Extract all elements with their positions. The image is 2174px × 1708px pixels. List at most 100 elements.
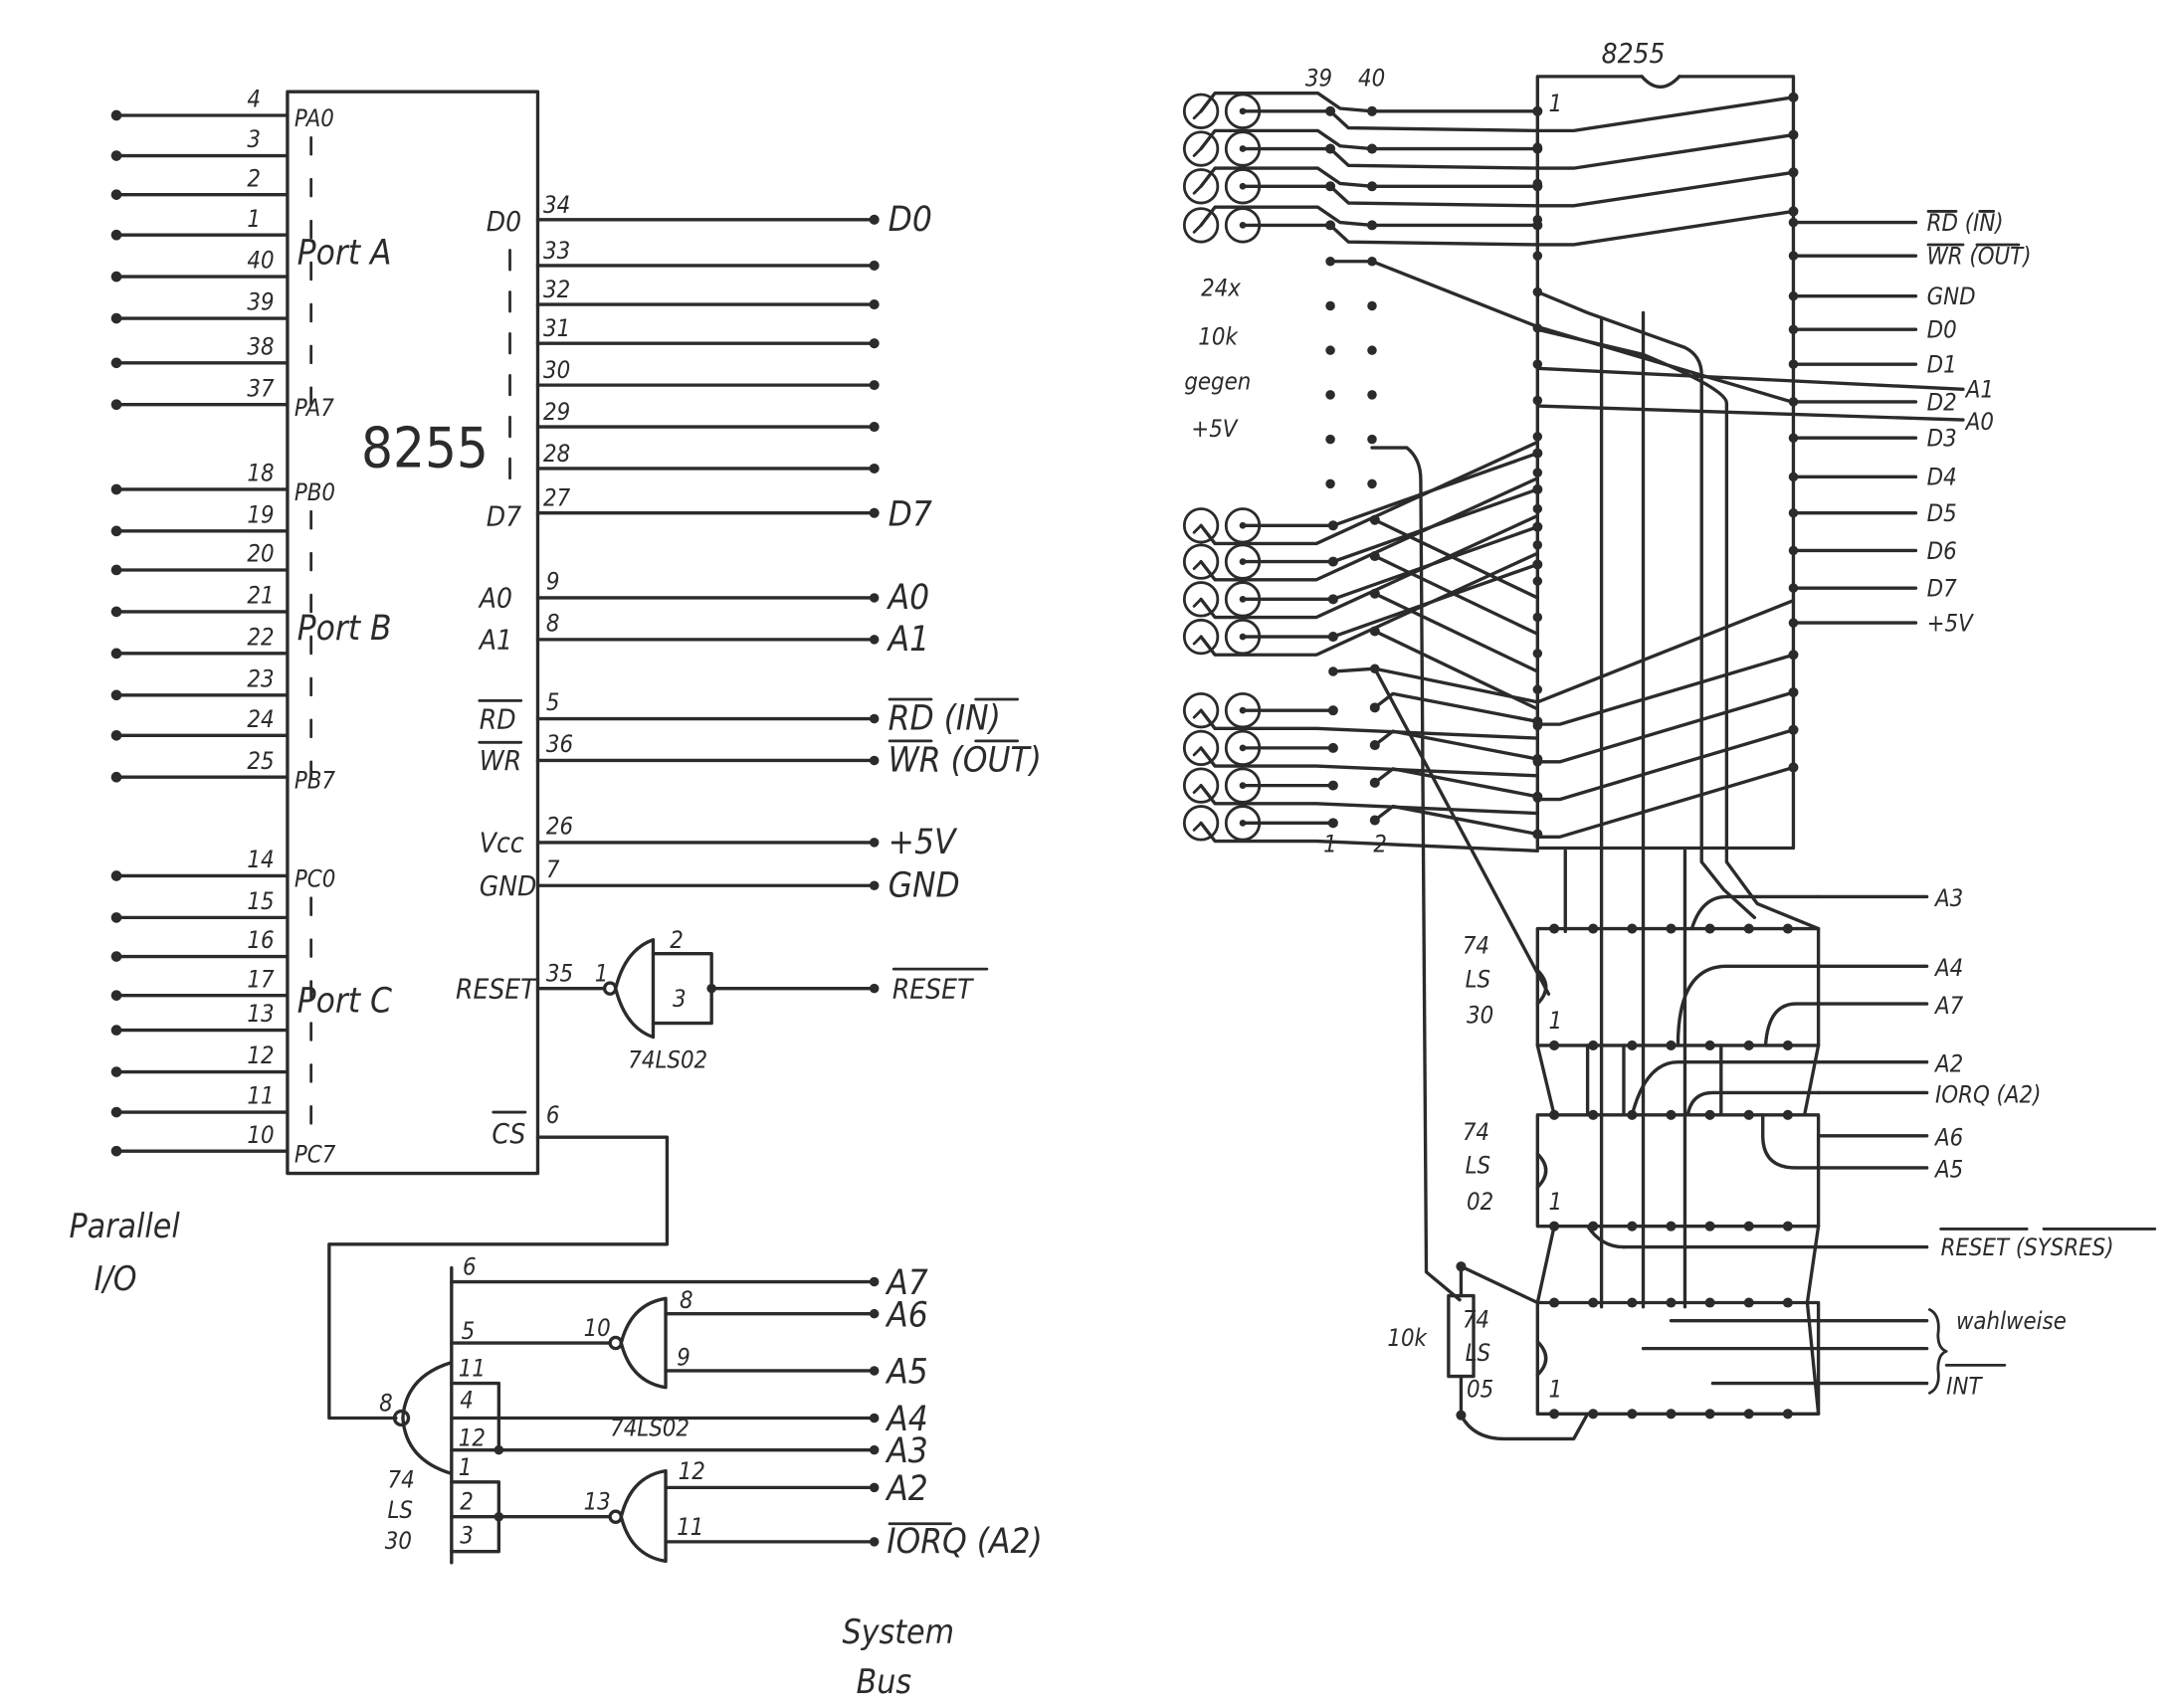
- nand-in-pin: 4: [460, 1387, 474, 1415]
- data-pin-first: D0: [487, 205, 521, 238]
- port-pin-terminal: [110, 1025, 122, 1036]
- signal-pin-number: 8: [546, 609, 560, 637]
- port-pin-number: 2: [247, 164, 261, 192]
- resistor-pad: [1325, 390, 1335, 400]
- cross-trace: [1535, 690, 1796, 764]
- resistor-pad: [1367, 434, 1377, 445]
- signal-bus-label: WR (OUT): [889, 741, 1042, 781]
- port-pin-terminal: [110, 648, 122, 660]
- header-trace: [1199, 205, 1539, 228]
- port-pin-terminal: [110, 912, 122, 923]
- ic-pin: [1627, 1040, 1638, 1050]
- port-first-bit: PB0: [295, 478, 335, 506]
- port-pin-number: 23: [247, 664, 274, 692]
- port-pin-number: 19: [247, 500, 274, 528]
- chip-pin: [1788, 762, 1799, 773]
- chip-pin: [1788, 618, 1799, 628]
- chip-pin: [1532, 559, 1543, 570]
- port-first-bit: PA0: [295, 104, 334, 132]
- chip-pin: [1788, 397, 1799, 407]
- ic-pin: [1743, 1409, 1754, 1420]
- nor1-out-pin: 10: [584, 1314, 611, 1342]
- port-pin-number: 18: [247, 460, 274, 487]
- bus-label: +5V: [1927, 609, 1974, 637]
- resistor-note: +5V: [1191, 415, 1238, 443]
- chip-pin: [1532, 576, 1543, 586]
- port-pin-number: 24: [247, 705, 274, 733]
- ic-pin: [1743, 923, 1754, 934]
- signal-bus-terminal: [869, 755, 880, 766]
- data-bus-terminal: [869, 507, 880, 518]
- chip-pin: [1532, 649, 1543, 659]
- decode-trace: [1685, 1090, 1821, 1117]
- chip-pin: [1532, 142, 1543, 152]
- header-trace: [1199, 91, 1539, 113]
- header-trace: [1199, 551, 1539, 657]
- signal-pin-label: A1: [478, 624, 512, 657]
- ic-pin: [1588, 1109, 1599, 1120]
- caption-io: I/O: [95, 1259, 137, 1298]
- ic-label: 74: [1463, 932, 1489, 960]
- resistor-pad: [1325, 478, 1335, 489]
- decoder-bus-label: A7: [885, 1263, 927, 1303]
- data-bus-terminal: [869, 260, 880, 271]
- ic-pin: [1704, 1409, 1715, 1420]
- ic-pin: [1782, 923, 1793, 934]
- cross-trace: [1535, 95, 1796, 133]
- port-last-bit: PA7: [295, 394, 334, 422]
- connector-socket: [1182, 93, 1220, 129]
- ic-pin: [1704, 1109, 1715, 1120]
- port-pin-number: 13: [247, 1000, 274, 1028]
- chip-pin: [1532, 395, 1543, 406]
- reset-pin-number: 35: [546, 960, 573, 988]
- header-trace: [1373, 767, 1539, 799]
- port-pin-number: 22: [247, 623, 274, 651]
- connector-socket: [1182, 507, 1220, 544]
- resistor-pad: [1325, 345, 1335, 355]
- port-pin-terminal: [110, 109, 122, 121]
- wahlweise-label: wahlweise: [1956, 1307, 2067, 1335]
- data-bus-terminal: [869, 214, 880, 225]
- resistor-label: 10k: [1387, 1324, 1428, 1352]
- ic-pin: [1743, 1221, 1754, 1232]
- connector-pin-2: 2: [1373, 831, 1387, 858]
- header-trace: [1328, 109, 1539, 133]
- header-trace: [1199, 821, 1539, 853]
- port-name: Port C: [297, 981, 392, 1021]
- ic-pin: [1666, 1409, 1677, 1420]
- header-trace: [1328, 146, 1539, 170]
- signal-pin-number: 26: [546, 813, 573, 841]
- header-pin: [1327, 705, 1338, 716]
- port-pin-number: 38: [247, 332, 274, 360]
- connector-pin-39: 39: [1305, 65, 1332, 93]
- ic-link: [1802, 1044, 1821, 1416]
- ic-pin: [1743, 1040, 1754, 1050]
- chip-pin: [1532, 757, 1543, 767]
- reset-bus-label: RESET: [892, 972, 974, 1005]
- port-pin-number: 40: [247, 247, 274, 275]
- port-pin-terminal: [110, 229, 122, 241]
- brace: [1928, 1308, 1948, 1395]
- caption-system: System: [843, 1613, 955, 1651]
- signal-bus-label: RD (IN): [889, 699, 1001, 739]
- port-pin-terminal: [110, 189, 122, 200]
- gate-pin-1: 1: [595, 960, 609, 988]
- bus-label: WR (OUT): [1927, 243, 2032, 271]
- bus-label: D2: [1927, 388, 1957, 416]
- port-pin-terminal: [110, 483, 122, 495]
- signal-pin-number: 9: [546, 568, 560, 596]
- right-connectors: [1182, 91, 1799, 1302]
- port-pin-number: 11: [247, 1082, 274, 1110]
- resistor-trace: [1459, 1264, 1539, 1305]
- signal-pin-number: 7: [546, 855, 560, 883]
- ic-pin: [1627, 1297, 1638, 1308]
- nand-in-pin: 5: [462, 1317, 476, 1345]
- address-label: A1: [1964, 376, 1994, 404]
- vertical-trace: [1535, 289, 1757, 920]
- chip-pin: [1788, 359, 1799, 369]
- decode-label: A4: [1933, 954, 1963, 982]
- port-pin-number: 10: [247, 1121, 274, 1149]
- port-pin-number: 17: [247, 965, 275, 993]
